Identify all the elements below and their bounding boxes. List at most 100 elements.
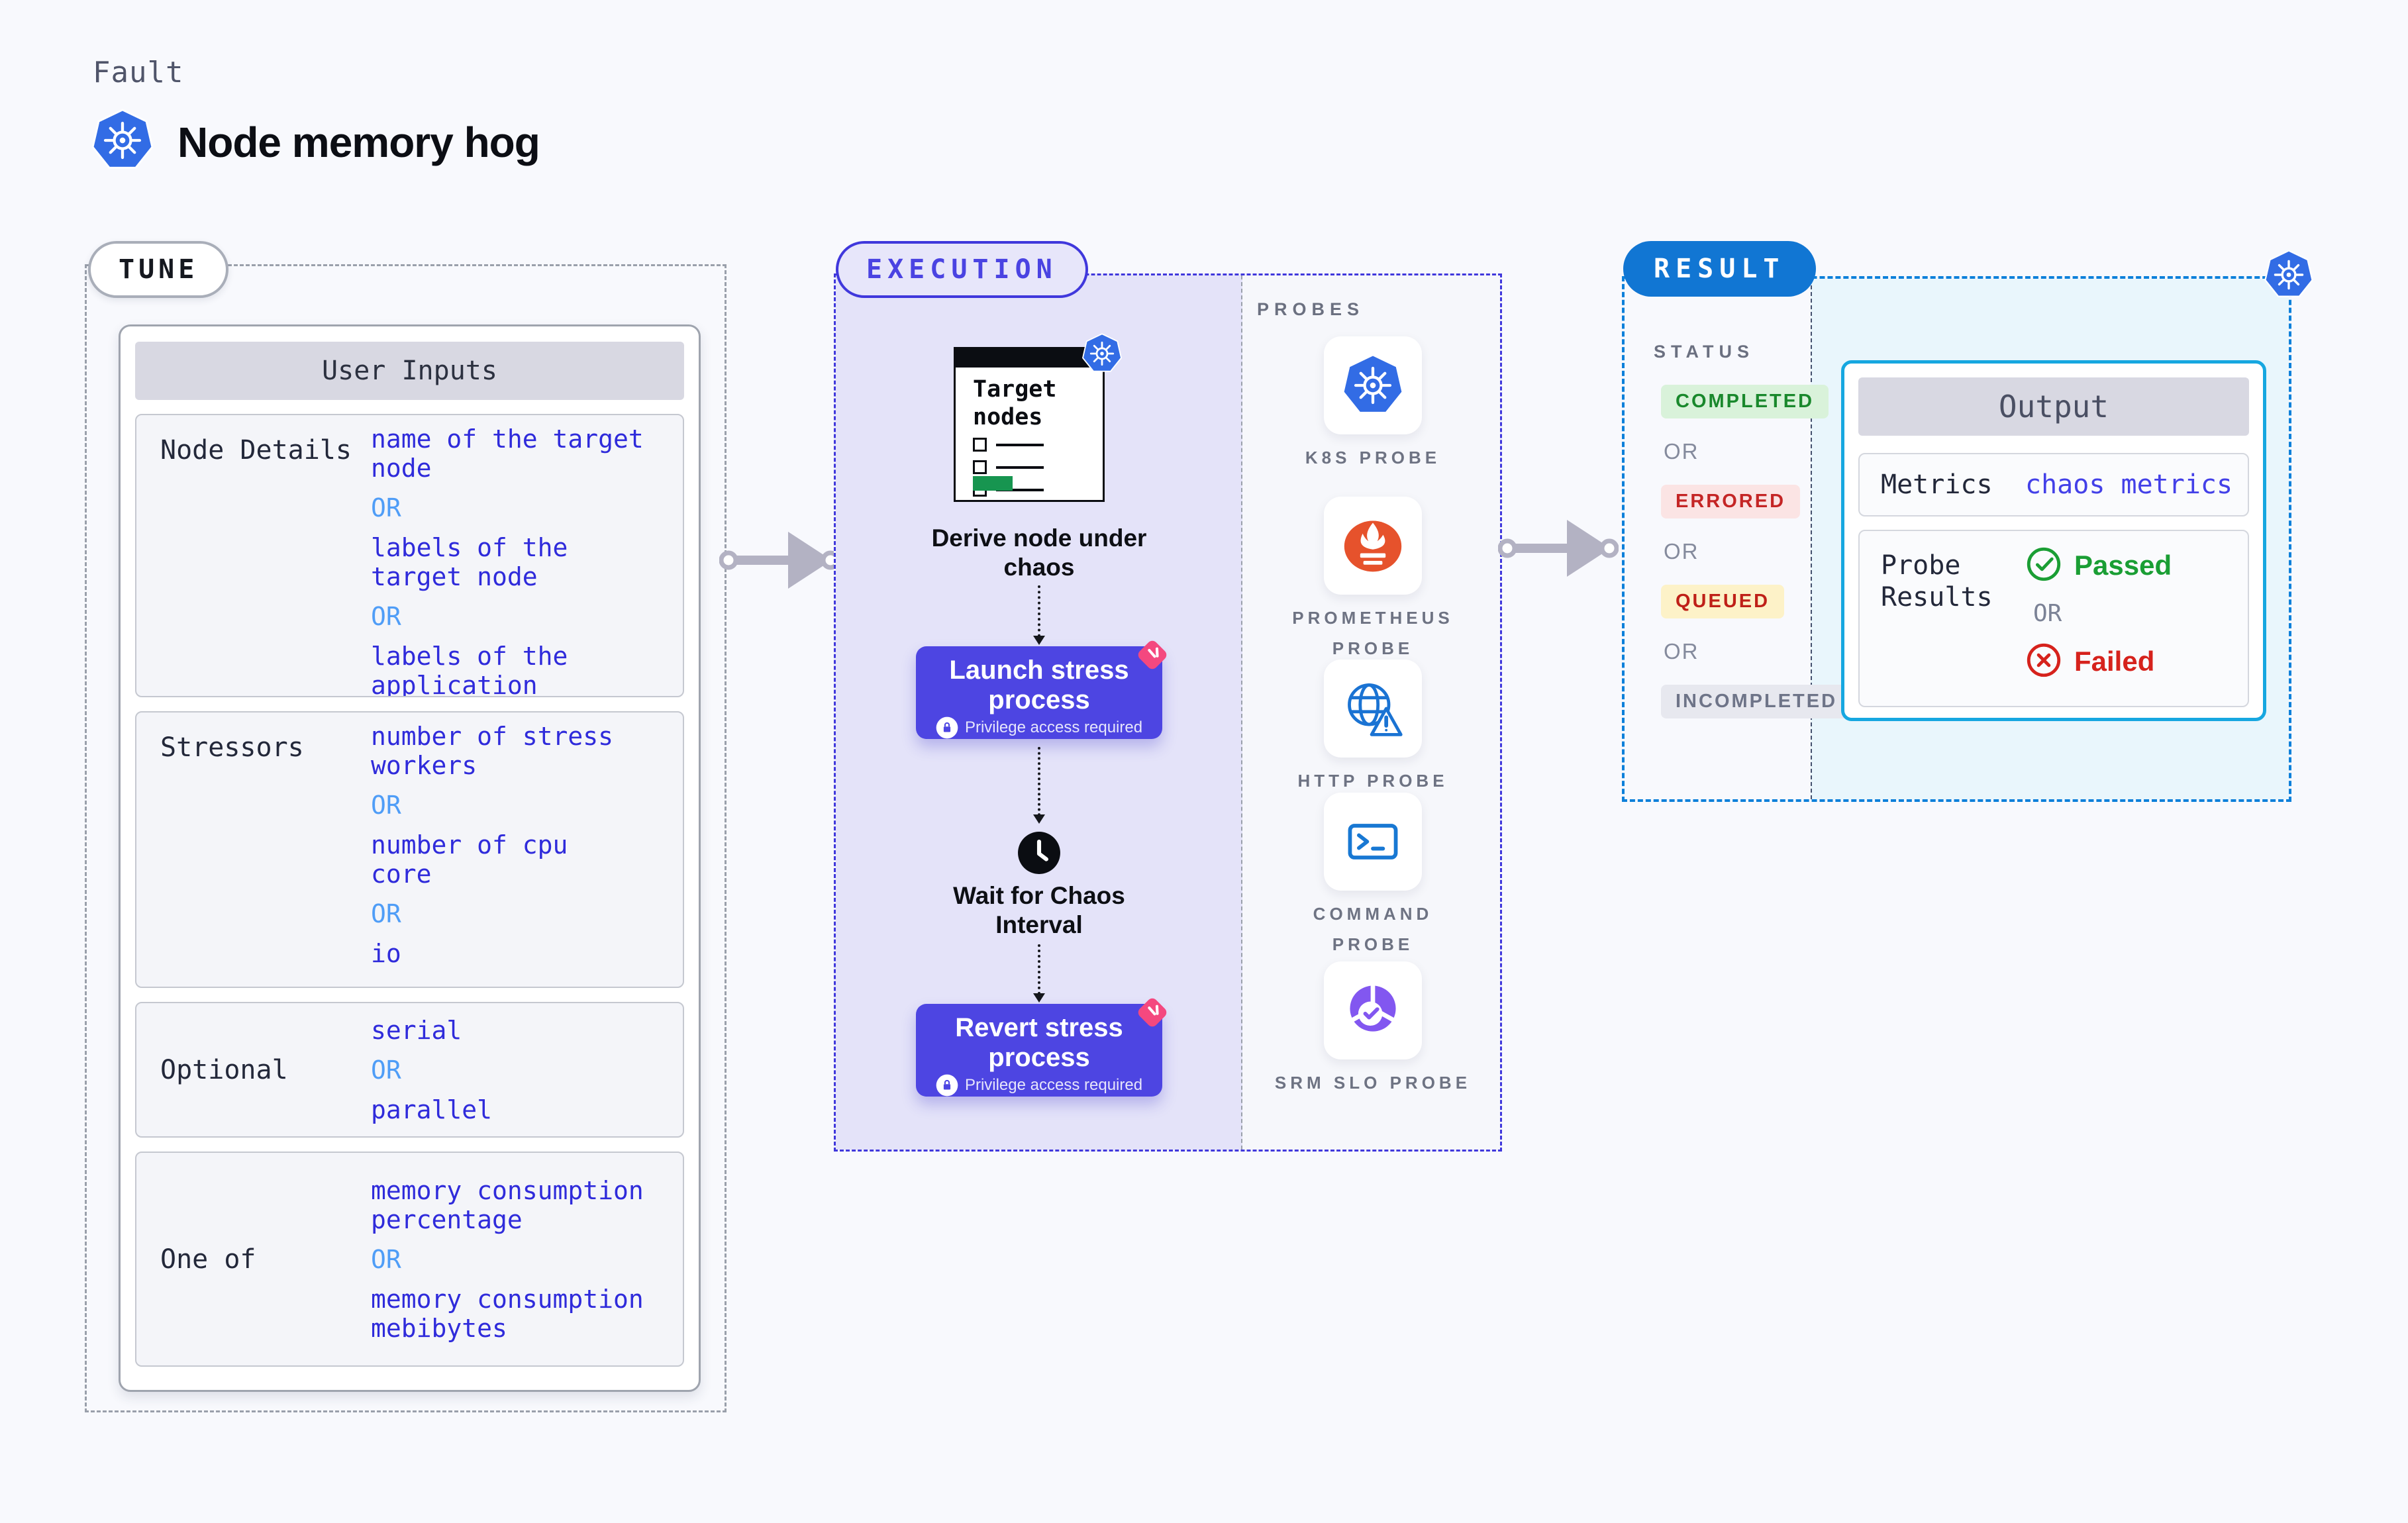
probe-item: HTTP PROBE bbox=[1274, 660, 1472, 796]
status-badge-queued: QUEUED bbox=[1661, 585, 1785, 618]
result-section: STATUS COMPLETED OR ERRORED OR QUEUED OR INCOM… bbox=[1622, 250, 2313, 802]
probe-label: SRM SLO PROBE bbox=[1274, 1073, 1472, 1093]
probe-label: COMMAND PROBE bbox=[1313, 904, 1433, 954]
wait-chaos-interval-label: Wait for Chaos Interval bbox=[953, 882, 1125, 938]
failed-label: Failed bbox=[2074, 646, 2155, 677]
user-input-value: memory consumption mebibytes bbox=[371, 1284, 644, 1343]
srm-slo-icon bbox=[1324, 961, 1422, 1059]
probe-label: HTTP PROBE bbox=[1297, 771, 1448, 791]
x-circle-icon bbox=[2025, 642, 2062, 681]
status-badge-errored: ERRORED bbox=[1661, 485, 1801, 518]
target-nodes-progress-bar bbox=[973, 476, 1013, 491]
or-separator-label: OR bbox=[1664, 539, 1699, 564]
user-input-value: memory consumption percentage bbox=[371, 1175, 644, 1234]
probe-label: PROMETHEUS PROBE bbox=[1292, 608, 1454, 658]
target-nodes-card: Target nodes bbox=[954, 333, 1123, 502]
probe-results-label: Probe Results bbox=[1881, 550, 1993, 613]
flow-arrow-execution-to-result bbox=[1498, 520, 1619, 577]
flow-connector bbox=[1033, 585, 1045, 645]
probe-or-label: OR bbox=[2033, 600, 2062, 627]
or-separator-label: OR bbox=[371, 1244, 401, 1274]
execution-section: Target nodes Derive node under chaos Lau… bbox=[834, 273, 1502, 1152]
check-circle-icon bbox=[2025, 546, 2062, 585]
user-input-value: number of stress workers bbox=[371, 722, 614, 780]
output-title: Output bbox=[1858, 377, 2249, 436]
user-input-row-label: One of bbox=[160, 1244, 256, 1275]
status-badge-completed: COMPLETED bbox=[1661, 385, 1829, 418]
derive-node-step-label: Derive node under chaos bbox=[931, 524, 1147, 581]
execution-section-badge: EXECUTION bbox=[836, 241, 1088, 298]
launch-stress-title: Launch stress process bbox=[949, 656, 1129, 714]
revert-stress-process-button[interactable]: Revert stress process Privilege access r… bbox=[916, 998, 1167, 1097]
tune-section-badge: TUNE bbox=[88, 241, 229, 298]
probe-passed-row: Passed bbox=[2025, 546, 2172, 585]
prometheus-icon bbox=[1324, 497, 1422, 595]
user-input-value: serial bbox=[371, 1015, 462, 1045]
launch-stress-process-button[interactable]: Launch stress process Privilege access r… bbox=[916, 640, 1167, 739]
output-card: Output Metrics chaos metrics Probe Resul… bbox=[1841, 360, 2266, 721]
flow-arrow-tune-to-execution bbox=[719, 532, 840, 589]
user-inputs-title: User Inputs bbox=[135, 342, 684, 400]
metrics-row: Metrics chaos metrics bbox=[1858, 453, 2249, 516]
execution-flow-panel: Target nodes Derive node under chaos Lau… bbox=[836, 275, 1242, 1150]
user-input-value: io bbox=[371, 939, 401, 968]
clock-icon bbox=[1017, 830, 1062, 875]
status-heading: STATUS bbox=[1654, 342, 1754, 362]
or-separator-label: OR bbox=[371, 791, 401, 820]
passed-label: Passed bbox=[2074, 550, 2172, 581]
target-nodes-card-titlebar bbox=[956, 349, 1103, 368]
flow-connector bbox=[1033, 944, 1045, 1003]
chaos-ribbon-icon bbox=[1133, 993, 1172, 1032]
page-title: Node memory hog bbox=[177, 119, 540, 166]
probe-results-row: Probe Results Passed OR Failed bbox=[1858, 530, 2249, 707]
metrics-label: Metrics bbox=[1881, 469, 1993, 500]
user-input-value: parallel bbox=[371, 1095, 493, 1124]
or-separator-label: OR bbox=[1664, 439, 1699, 464]
result-section-badge: RESULT bbox=[1623, 241, 1816, 297]
checkbox-icon bbox=[973, 460, 987, 474]
metrics-value: chaos metrics bbox=[2025, 469, 2233, 500]
flow-connector bbox=[1033, 747, 1045, 824]
user-input-row-label: Optional bbox=[160, 1054, 288, 1085]
probe-item: COMMAND PROBE bbox=[1274, 793, 1472, 959]
probe-item: K8S PROBE bbox=[1274, 336, 1472, 473]
or-separator-label: OR bbox=[371, 493, 401, 522]
or-separator-label: OR bbox=[371, 1055, 401, 1085]
revert-stress-title: Revert stress process bbox=[955, 1013, 1123, 1072]
probe-item: PROMETHEUS PROBE bbox=[1274, 497, 1472, 663]
or-separator-label: OR bbox=[1664, 639, 1699, 663]
or-separator-label: OR bbox=[371, 899, 401, 928]
privilege-access-label: Privilege access required bbox=[964, 718, 1143, 736]
checkbox-icon bbox=[973, 438, 987, 452]
chaos-ribbon-icon bbox=[1133, 636, 1172, 674]
probe-failed-row: Failed bbox=[2025, 642, 2172, 681]
command-terminal-icon bbox=[1324, 793, 1422, 891]
kubernetes-icon bbox=[1081, 333, 1123, 374]
kubernetes-icon bbox=[2264, 250, 2314, 300]
user-input-value: number of cpu core bbox=[371, 830, 568, 889]
probes-heading: PROBES bbox=[1257, 299, 1365, 319]
lock-icon bbox=[936, 716, 958, 739]
status-badge-incompleted: INCOMPLETED bbox=[1661, 685, 1852, 718]
probe-item: SRM SLO PROBE bbox=[1274, 961, 1472, 1098]
target-nodes-title: Target nodes bbox=[973, 376, 1057, 430]
kubernetes-icon bbox=[91, 109, 154, 172]
user-input-value: name of the target node bbox=[371, 424, 644, 483]
result-divider bbox=[1811, 279, 1812, 799]
or-separator-label: OR bbox=[371, 602, 401, 631]
user-input-value: labels of the target node bbox=[371, 533, 568, 591]
privilege-access-label: Privilege access required bbox=[964, 1076, 1143, 1094]
lock-icon bbox=[936, 1074, 958, 1097]
http-globe-icon bbox=[1324, 660, 1422, 758]
